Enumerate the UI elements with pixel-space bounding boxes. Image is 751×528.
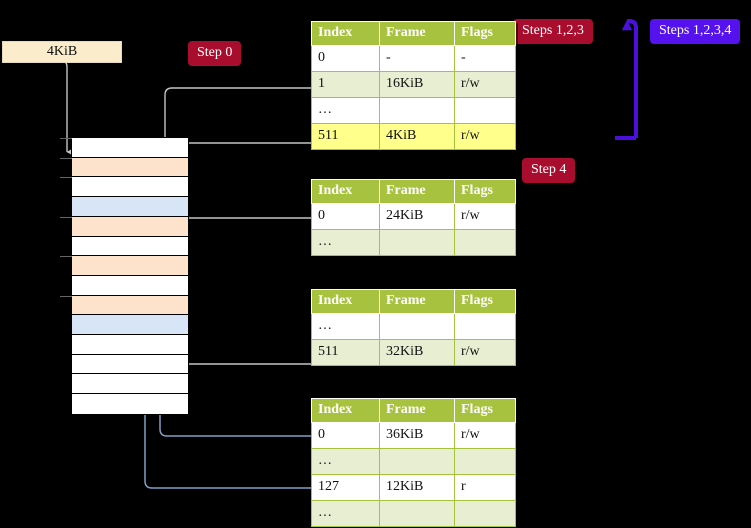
cell-flags: r [454,474,516,501]
column-header-frame: Frame [379,398,455,423]
column-header-index: Index [311,179,380,204]
table-row: … [311,448,516,475]
cell-flags [454,500,516,527]
cell-flags: r/w [454,203,516,230]
cell-flags [454,229,516,256]
cell-frame: 4KiB [379,123,455,150]
badge-step0: Step 0 [188,41,242,66]
frame-tick-mark [60,177,72,179]
frame-tick-mark [60,216,72,218]
memory-frame-row [72,275,188,296]
table-row: … [311,229,516,256]
column-header-index: Index [311,289,380,314]
table-row: 0-- [311,45,516,72]
cell-flags: r/w [454,422,516,449]
frame-tick-mark [60,256,72,258]
cell-frame [379,448,455,475]
frame-tick-mark [60,295,72,297]
memory-frame-row [60,295,188,316]
memory-frame-row [60,256,188,276]
cell-flags: r/w [454,71,516,98]
cell-frame: 16KiB [379,71,455,98]
cell-frame: - [379,45,455,72]
table-row: … [311,313,516,340]
cell-index: 0 [311,45,380,72]
cell-frame: 24KiB [379,203,455,230]
memory-frame-row [60,177,188,198]
cell-frame [379,500,455,527]
column-header-flags: Flags [454,179,516,204]
column-header-flags: Flags [454,398,516,423]
cell-index: 511 [311,339,380,366]
frame-tick-mark [60,138,72,139]
table-row: … [311,500,516,527]
badge-step4: Step 4 [522,158,576,183]
cell-flags [454,313,516,340]
memory-frame-row [60,216,188,237]
cell-index: … [311,229,380,256]
memory-frame-row [72,394,188,414]
frame-tick-mark [60,157,72,159]
cell-flags [454,97,516,124]
cell-index: … [311,97,380,124]
memory-size-label: 4KiB [2,41,122,63]
steps-loop-arrow [621,19,638,138]
cell-frame [379,229,455,256]
cell-index: 0 [311,203,380,230]
cell-index: … [311,448,380,475]
cell-flags: - [454,45,516,72]
cell-index: 127 [311,474,380,501]
memory-frame-row [72,236,188,257]
physical-memory-grid [60,137,189,415]
column-header-flags: Flags [454,289,516,314]
cell-index: 1 [311,71,380,98]
memory-frame-row [60,138,188,158]
column-header-flags: Flags [454,21,516,46]
cell-flags: r/w [454,339,516,366]
cell-frame: 12KiB [379,474,455,501]
memory-frame-row [72,315,188,336]
memory-frame-row [72,354,188,375]
cell-index: … [311,500,380,527]
cell-index: 0 [311,422,380,449]
column-header-index: Index [311,398,380,423]
badge-steps123: Steps 1,2,3 [513,19,593,44]
memory-frame-row [72,335,188,355]
table-row: … [311,97,516,124]
cell-frame [379,313,455,340]
badge-steps1234: Steps 1,2,3,4 [650,19,741,44]
memory-frame-row [72,197,188,217]
cell-frame: 32KiB [379,339,455,366]
cell-frame [379,97,455,124]
cell-frame: 36KiB [379,422,455,449]
memory-frame-row [72,374,188,395]
cell-flags [454,448,516,475]
cell-index: … [311,313,380,340]
cell-flags: r/w [454,123,516,150]
column-header-frame: Frame [379,21,455,46]
cell-index: 511 [311,123,380,150]
column-header-index: Index [311,21,380,46]
column-header-frame: Frame [379,289,455,314]
column-header-frame: Frame [379,179,455,204]
memory-frame-row [60,157,188,178]
memory-size-text: 4KiB [46,44,78,59]
